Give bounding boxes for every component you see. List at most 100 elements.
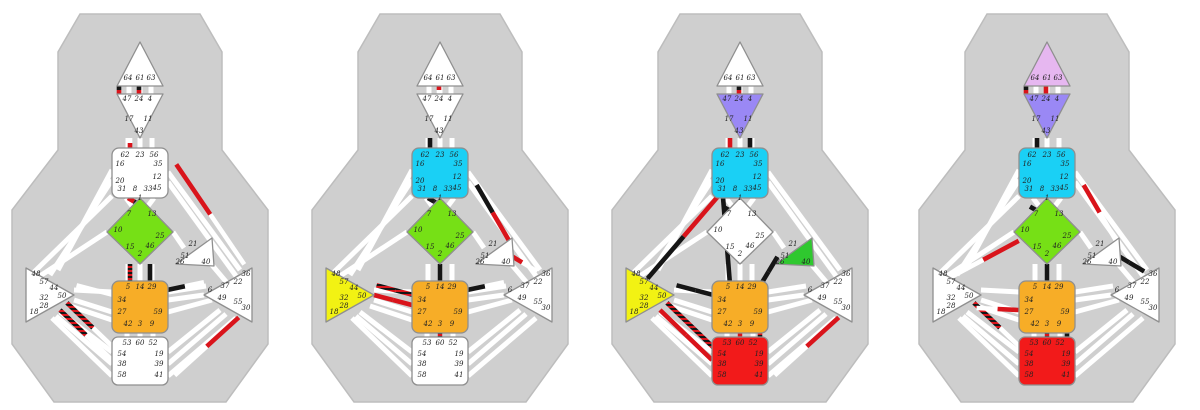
- gate-label-34: 34: [418, 296, 427, 304]
- gate-label-44: 44: [49, 284, 59, 292]
- gate-label-20: 20: [415, 177, 425, 185]
- gate-label-44: 44: [956, 284, 966, 292]
- gate-label-36: 36: [842, 270, 851, 278]
- gate-label-27: 27: [417, 308, 427, 316]
- open-channel: [1073, 308, 1129, 354]
- gate-label-51: 51: [481, 252, 490, 260]
- gate-label-40: 40: [801, 258, 811, 266]
- gate-label-56: 56: [450, 151, 459, 159]
- gate-label-22: 22: [833, 278, 843, 286]
- open-channel: [54, 314, 114, 366]
- gate-label-59: 59: [454, 308, 463, 316]
- gate-label-19: 19: [455, 350, 464, 358]
- channel-spleen-sacral-7: [373, 292, 413, 308]
- gate-label-43: 43: [734, 127, 744, 135]
- open-channel: [167, 297, 213, 315]
- gate-label-12: 12: [453, 173, 462, 181]
- gate-label-7: 7: [127, 210, 132, 218]
- open-channel: [766, 308, 822, 354]
- gate-label-41: 41: [454, 371, 464, 379]
- centre-sacral: [411, 280, 469, 334]
- gate-label-45: 45: [752, 184, 762, 192]
- channel-g-spleen-7: [946, 238, 1020, 281]
- channel-segment-red: [1081, 183, 1102, 214]
- gate-label-14: 14: [1043, 283, 1052, 291]
- gate-label-26: 26: [775, 258, 785, 266]
- open-channel: [673, 297, 713, 315]
- centre-ajna: [716, 93, 764, 139]
- gate-label-62: 62: [421, 151, 430, 159]
- open-channel: [746, 196, 756, 208]
- channel-segment-red: [373, 292, 394, 303]
- centre-g: [406, 197, 474, 265]
- gate-label-2: 2: [737, 250, 743, 258]
- channel-segment-white: [84, 333, 114, 362]
- centre-ego: [175, 237, 215, 267]
- gate-label-35: 35: [454, 160, 463, 168]
- centre-root: [711, 336, 769, 386]
- open-channel: [50, 316, 114, 378]
- gate-label-6: 6: [808, 286, 813, 294]
- open-channel: [961, 314, 1021, 366]
- gate-label-4: 4: [1054, 95, 1059, 103]
- gate-label-47: 47: [422, 95, 432, 103]
- open-channel: [630, 194, 714, 276]
- gate-label-49: 49: [517, 294, 527, 302]
- gate-label-48: 48: [331, 270, 341, 278]
- open-channel: [770, 230, 787, 250]
- channel-segment-red: [205, 315, 241, 349]
- gate-label-28: 28: [639, 302, 649, 310]
- gate-label-50: 50: [965, 292, 974, 300]
- centre-ajna: [1023, 93, 1071, 139]
- gate-label-1: 1: [138, 194, 142, 202]
- gate-label-58: 58: [418, 371, 427, 379]
- open-channel: [980, 287, 1020, 295]
- gate-label-27: 27: [717, 308, 727, 316]
- gate-label-48: 48: [31, 270, 41, 278]
- gate-label-42: 42: [423, 320, 433, 328]
- gate-label-57: 57: [947, 278, 956, 286]
- channel-segment-red: [681, 193, 722, 239]
- gate-label-33: 33: [444, 185, 453, 193]
- open-channel: [965, 310, 1021, 354]
- open-channel: [466, 312, 528, 366]
- channel-spleen-root-9: [658, 308, 714, 362]
- centre-head: [716, 41, 764, 87]
- gate-label-30: 30: [842, 304, 851, 312]
- gate-label-18: 18: [330, 308, 339, 316]
- gate-label-52: 52: [1056, 339, 1065, 347]
- gate-label-25: 25: [1062, 232, 1072, 240]
- gate-label-43: 43: [134, 127, 144, 135]
- gate-label-31: 31: [118, 185, 127, 193]
- gate-label-34: 34: [1025, 296, 1034, 304]
- gate-label-7: 7: [427, 210, 432, 218]
- gate-label-60: 60: [1043, 339, 1052, 347]
- gate-label-15: 15: [1033, 243, 1042, 251]
- gate-label-22: 22: [233, 278, 243, 286]
- gate-label-51: 51: [781, 252, 790, 260]
- centre-solar: [803, 267, 853, 323]
- open-channel: [73, 297, 113, 315]
- gate-label-13: 13: [148, 210, 157, 218]
- gate-label-51: 51: [1088, 252, 1097, 260]
- open-channel: [358, 310, 414, 354]
- gate-label-28: 28: [39, 302, 49, 310]
- open-channel: [124, 196, 134, 208]
- gate-label-16: 16: [1023, 160, 1032, 168]
- open-channel: [30, 194, 114, 276]
- channel-segment-red: [392, 297, 413, 308]
- gate-label-19: 19: [155, 350, 164, 358]
- gate-label-10: 10: [414, 226, 423, 234]
- channel-segment-white: [946, 257, 985, 281]
- gate-label-4: 4: [147, 95, 152, 103]
- gate-label-48: 48: [631, 270, 641, 278]
- open-channel: [354, 314, 414, 366]
- centre-sacral: [711, 280, 769, 334]
- gate-label-26: 26: [1082, 258, 1092, 266]
- gate-label-14: 14: [136, 283, 145, 291]
- gate-label-12: 12: [753, 173, 762, 181]
- centre-ego: [775, 237, 815, 267]
- gate-label-42: 42: [1030, 320, 1040, 328]
- gate-label-37: 37: [1128, 282, 1137, 290]
